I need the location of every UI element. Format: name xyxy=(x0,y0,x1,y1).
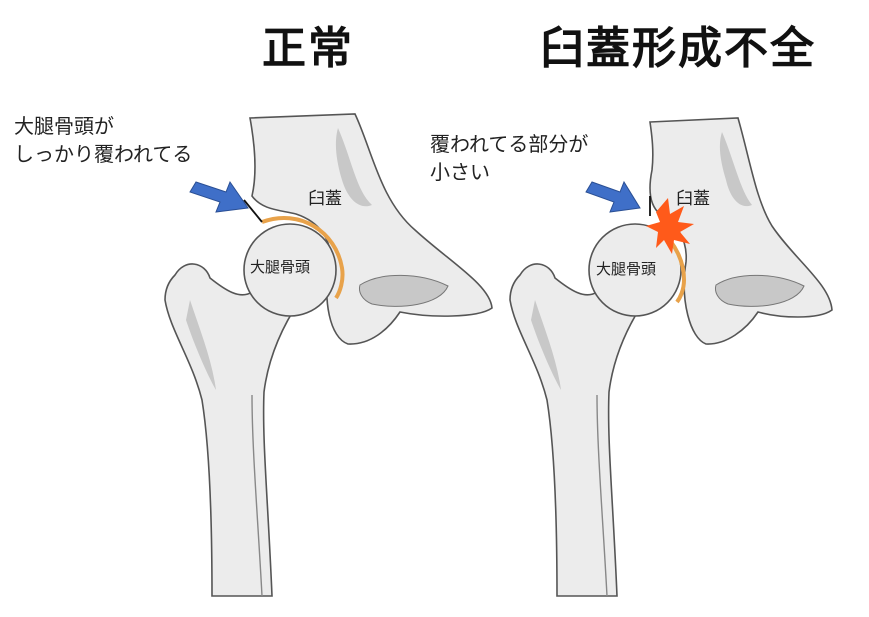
dysplasia-acetabulum-label: 臼蓋 xyxy=(676,189,710,209)
dysplasia-femoral-head xyxy=(588,223,682,317)
normal-cartilage xyxy=(261,215,345,300)
normal-obturator xyxy=(359,274,449,307)
normal-annotation: 大腿骨頭が しっかり覆われてる xyxy=(14,112,192,168)
normal-pelvis-shadow xyxy=(335,128,372,207)
dysplasia-femoral-head-label: 大腿骨頭 xyxy=(596,260,657,278)
normal-hip xyxy=(164,113,493,597)
normal-coverage-marker xyxy=(243,199,263,223)
dysplasia-femur-cortex xyxy=(596,394,608,597)
dysplasia-hip xyxy=(509,117,833,597)
dysplasia-annotation-line2: 小さい xyxy=(430,160,490,184)
normal-femur-shadow xyxy=(186,300,216,390)
normal-arrow-icon xyxy=(189,180,249,213)
dysplasia-femur-shadow xyxy=(531,300,561,390)
normal-annotation-line1: 大腿骨頭が xyxy=(14,114,114,138)
normal-title: 正常 xyxy=(262,23,354,74)
normal-annotation-line2: しっかり覆われてる xyxy=(14,142,193,166)
dysplasia-pelvis-shadow xyxy=(719,132,752,207)
dysplasia-title: 臼蓋形成不全 xyxy=(540,23,816,74)
normal-femoral-head-label: 大腿骨頭 xyxy=(250,258,311,276)
dysplasia-annotation: 覆われてる部分が 小さい xyxy=(430,130,588,186)
dysplasia-arrow-icon xyxy=(585,180,641,213)
dysplasia-annotation-line1: 覆われてる部分が xyxy=(430,132,589,156)
dysplasia-obturator xyxy=(715,274,805,307)
normal-femoral-head xyxy=(243,223,337,317)
normal-femur-cortex xyxy=(251,394,263,597)
normal-acetabulum-label: 臼蓋 xyxy=(308,189,342,209)
pain-burst-icon xyxy=(646,198,694,254)
